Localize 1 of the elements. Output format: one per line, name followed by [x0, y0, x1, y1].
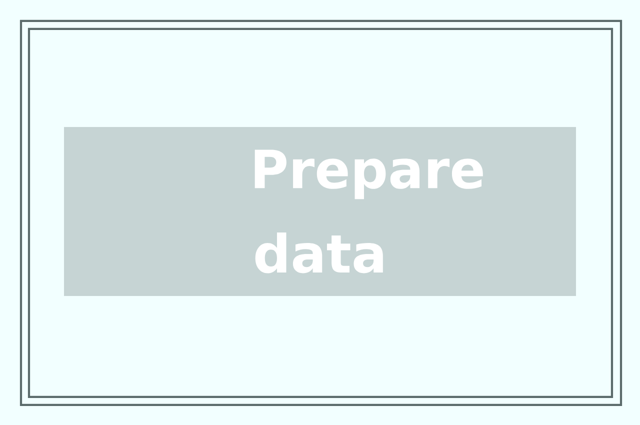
process-box: Prepare data	[64, 126, 576, 296]
